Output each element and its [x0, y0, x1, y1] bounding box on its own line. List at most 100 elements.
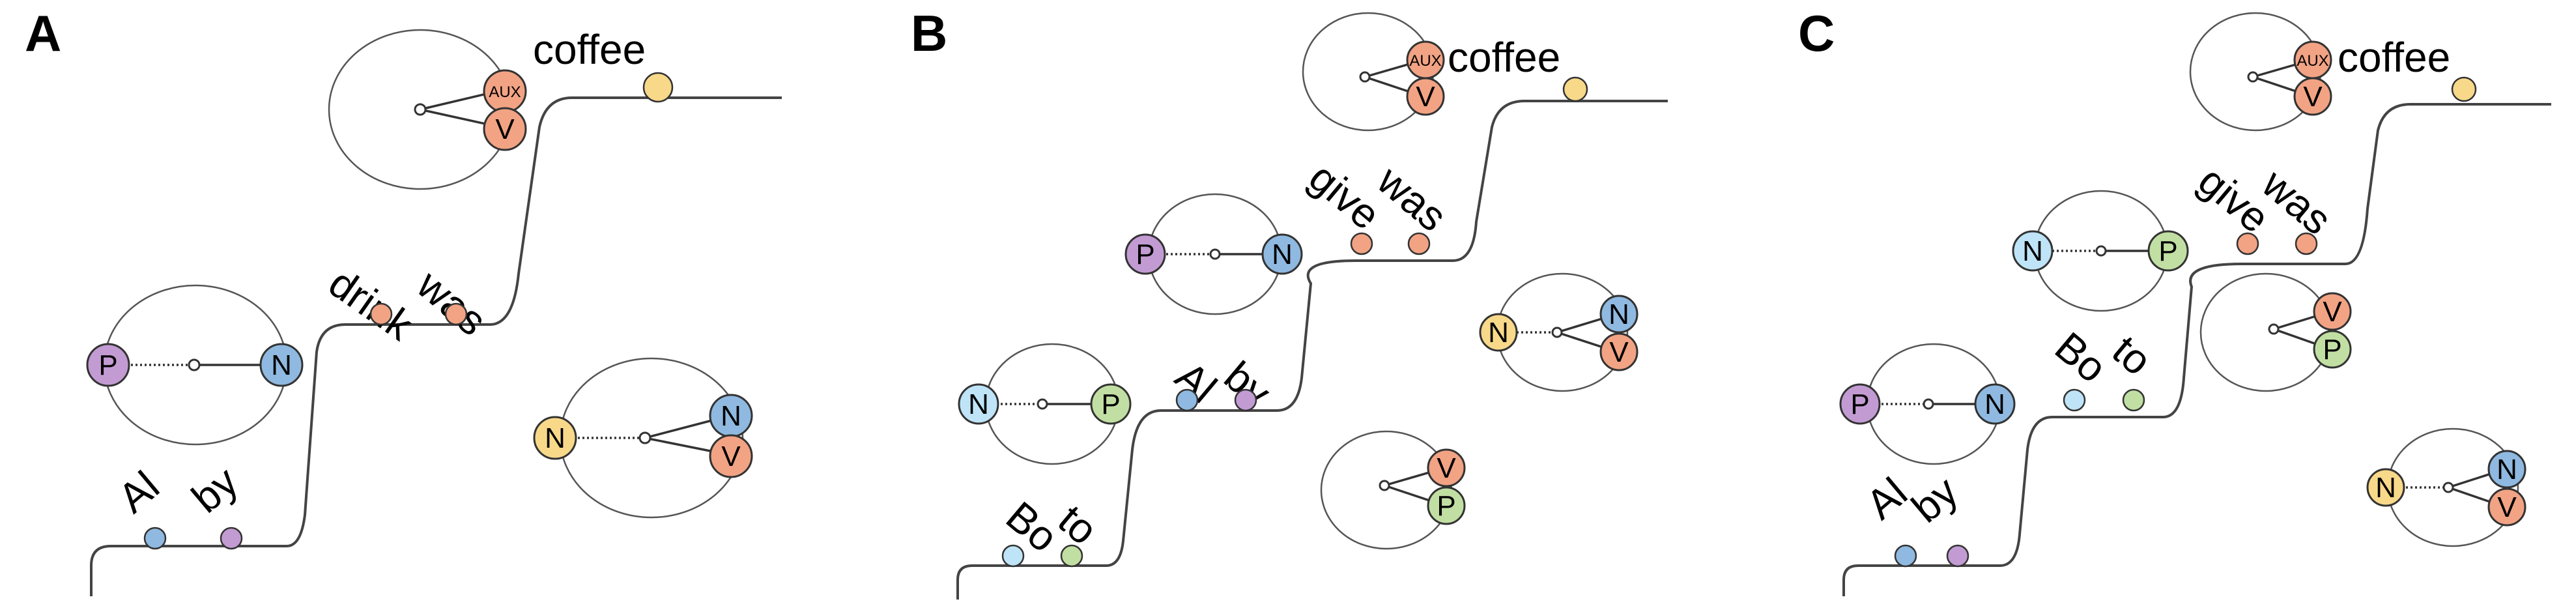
state-circle: AUX V	[328, 29, 527, 190]
word-dot	[1894, 544, 1917, 568]
svg-text:P: P	[1101, 388, 1120, 420]
node-n	[2487, 450, 2526, 489]
word-by: by	[1903, 467, 1967, 532]
panel-c: C Al by Bo to give was coffee P N	[1798, 5, 2551, 596]
word-dot	[1562, 76, 1588, 102]
node-p	[1427, 486, 1466, 525]
word-to: to	[2104, 326, 2160, 384]
svg-text:AUX: AUX	[1409, 52, 1441, 70]
svg-text:P: P	[1850, 388, 1869, 420]
word-dot	[143, 527, 167, 550]
state-circle: V P	[2199, 272, 2352, 392]
word-dot	[1350, 232, 1373, 255]
node-v	[1599, 332, 1639, 371]
node-n	[1974, 383, 2016, 425]
panel-letter-c: C	[1798, 5, 1835, 62]
panel-a: A Al by drink was coffee P N	[25, 5, 782, 596]
word-coffee: coffee	[2338, 34, 2450, 81]
svg-text:N: N	[2375, 472, 2396, 504]
svg-text:N: N	[968, 388, 989, 420]
state-circle: P N	[86, 284, 304, 446]
node-n	[1261, 233, 1303, 275]
svg-text:N: N	[545, 422, 565, 454]
svg-text:AUX: AUX	[489, 83, 521, 101]
svg-text:N: N	[1609, 298, 1629, 330]
staircase-a	[90, 96, 782, 596]
word-dot	[1407, 232, 1431, 255]
node-p	[1124, 233, 1166, 275]
svg-text:V: V	[2497, 491, 2517, 523]
word-coffee: coffee	[1448, 34, 1560, 81]
word-by: by	[183, 457, 247, 522]
word-al: Al	[109, 462, 168, 522]
node-n	[2366, 468, 2405, 507]
word-drink: drink	[321, 259, 422, 349]
svg-text:V: V	[721, 441, 741, 472]
node-v	[1406, 77, 1445, 116]
svg-text:N: N	[1272, 239, 1293, 270]
node-v	[709, 434, 753, 478]
word-dot	[2451, 76, 2477, 102]
word-was: was	[2253, 160, 2340, 244]
node-p	[1839, 383, 1881, 425]
node-n	[533, 416, 577, 460]
node-n	[1599, 295, 1639, 334]
svg-text:AUX: AUX	[2297, 52, 2328, 70]
state-circle: N P	[958, 343, 1132, 465]
node-n	[259, 343, 304, 387]
state-circle: AUX V	[1302, 12, 1445, 132]
node-v	[483, 107, 527, 151]
node-p	[2147, 230, 2189, 272]
node-p	[1090, 383, 1132, 425]
node-v	[1427, 448, 1466, 487]
state-circle: N P	[2012, 190, 2189, 312]
word-dot	[1234, 388, 1257, 412]
node-v	[2487, 487, 2526, 527]
svg-text:V: V	[1609, 336, 1629, 368]
svg-text:N: N	[271, 349, 292, 381]
svg-text:P: P	[98, 349, 117, 381]
word-dot	[2236, 232, 2259, 255]
svg-text:N: N	[1488, 317, 1509, 349]
node-n	[1479, 313, 1518, 352]
word-dot	[2295, 232, 2318, 255]
word-was: was	[408, 261, 495, 345]
word-bo: Bo	[2046, 323, 2115, 392]
word-to: to	[1050, 496, 1106, 554]
word-dot	[2122, 388, 2145, 412]
word-dot	[1946, 544, 1969, 568]
state-circle: V P	[1320, 430, 1466, 550]
node-p	[2313, 330, 2352, 369]
node-n	[2012, 230, 2054, 272]
node-n	[958, 383, 999, 425]
svg-text:P: P	[2323, 334, 2341, 366]
word-dot	[444, 302, 468, 326]
word-dot	[642, 72, 674, 103]
word-dot	[2063, 388, 2086, 412]
svg-text:V: V	[1416, 81, 1435, 113]
svg-text:V: V	[1437, 452, 1456, 484]
svg-text:V: V	[2303, 81, 2323, 113]
panel-letter-a: A	[25, 5, 61, 62]
svg-text:V: V	[495, 113, 515, 145]
state-circle: AUX V	[2189, 12, 2332, 132]
state-circle: P N	[1839, 343, 2016, 465]
panel-letter-b: B	[911, 5, 947, 62]
svg-text:P: P	[2158, 235, 2177, 267]
state-circle: N N V	[1479, 272, 1639, 392]
node-v	[2313, 292, 2352, 331]
svg-text:N: N	[1984, 388, 2005, 420]
staircase-b	[956, 100, 1668, 600]
node-v	[2293, 77, 2332, 116]
svg-text:N: N	[2022, 235, 2043, 267]
word-was: was	[1368, 156, 1455, 240]
word-dot	[220, 527, 243, 550]
word-dot	[1175, 388, 1199, 412]
node-p	[86, 343, 130, 387]
state-circle: P N	[1124, 193, 1303, 315]
state-circle: N N V	[2366, 427, 2526, 547]
svg-text:P: P	[1136, 239, 1154, 270]
word-dot	[1060, 544, 1083, 568]
word-dot	[369, 302, 393, 326]
